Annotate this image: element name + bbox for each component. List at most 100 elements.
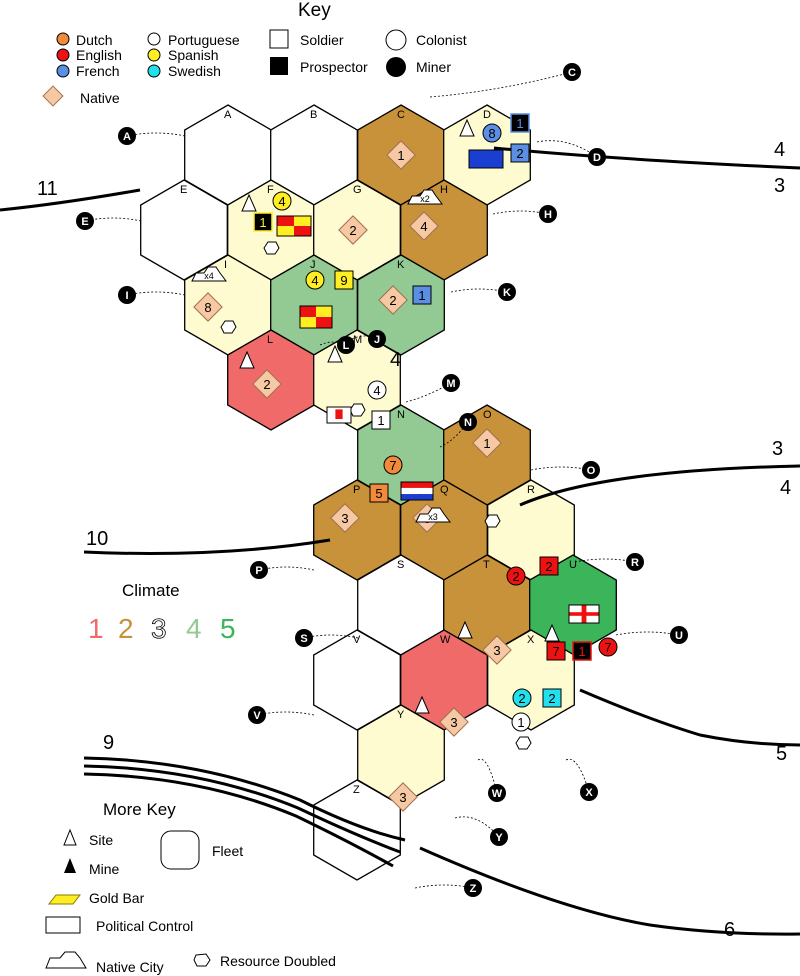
unit-D-prospector[interactable]: 1 — [510, 113, 530, 133]
unit-value: 4 — [311, 273, 318, 288]
hex-U-label: U — [569, 559, 577, 571]
hex-W-label: W — [440, 634, 451, 646]
english-swatch — [56, 48, 70, 62]
boundary-line-6 — [493, 146, 800, 170]
colonist-icon — [385, 29, 407, 51]
callout-A[interactable]: A — [118, 127, 186, 145]
line-label-4-top: 4 — [774, 139, 785, 161]
native-city-label: x4 — [204, 271, 214, 281]
colonist-icon — [598, 637, 618, 657]
colonist-icon — [482, 123, 502, 143]
soldier-icon — [542, 688, 562, 708]
colonist-icon — [383, 455, 403, 475]
callout-label: R — [631, 557, 639, 569]
unit-U-soldier[interactable]: 7 — [546, 641, 566, 661]
unit-N-colonist[interactable]: 7 — [383, 455, 403, 475]
native-value: 3 — [341, 511, 348, 526]
key-spanish: Spanish — [168, 47, 219, 63]
callout-marker — [498, 283, 516, 301]
native-value: 3 — [493, 643, 500, 658]
key-dutch: Dutch — [76, 32, 113, 48]
line-label-9: 9 — [103, 732, 114, 754]
hex-H-label: H — [440, 184, 448, 196]
callout-N[interactable]: N — [439, 413, 477, 448]
prospector-icon — [572, 641, 592, 661]
callout-Y[interactable]: Y — [454, 816, 508, 846]
french-flag-D — [468, 149, 504, 169]
unit-value: 7 — [389, 458, 396, 473]
callout-E[interactable]: E — [76, 212, 142, 230]
colonist-icon — [305, 270, 325, 290]
unit-F-colonist[interactable]: 4 — [272, 191, 292, 211]
climate-5: 5 — [220, 613, 236, 644]
callout-L[interactable]: L — [319, 336, 355, 354]
unit-D-colonist[interactable]: 8 — [482, 123, 502, 143]
french-swatch — [56, 64, 70, 78]
colonist-icon — [272, 191, 292, 211]
native-value: 1 — [397, 148, 404, 163]
hex-I-label: I — [224, 259, 227, 271]
callout-marker — [118, 286, 136, 304]
hex-K-label: K — [397, 259, 405, 271]
callout-U[interactable]: U — [615, 626, 688, 644]
callout-V[interactable]: V — [248, 706, 315, 724]
hex-P-label: P — [353, 484, 360, 496]
unit-F-prospector[interactable]: 1 — [253, 212, 273, 232]
native-city-H: x2 — [407, 189, 443, 205]
native-value: 1 — [483, 436, 490, 451]
callout-K[interactable]: K — [450, 283, 516, 301]
unit-R-soldier[interactable]: 2 — [539, 556, 559, 576]
callout-marker — [442, 374, 460, 392]
prospector-icon — [510, 113, 530, 133]
unit-value: 2 — [518, 691, 525, 706]
unit-M-soldier[interactable]: 1 — [371, 410, 391, 430]
unit-K-soldier[interactable]: 1 — [412, 285, 432, 305]
callout-H[interactable]: H — [492, 205, 557, 223]
callout-M[interactable]: M — [405, 374, 460, 403]
native-icon — [482, 635, 512, 665]
callout-label: D — [593, 152, 601, 164]
unit-U-prospector[interactable]: 1 — [572, 641, 592, 661]
callout-J[interactable]: J — [351, 330, 386, 348]
callout-P[interactable]: P — [250, 561, 315, 579]
unit-D-soldier[interactable]: 2 — [510, 143, 530, 163]
callout-marker — [580, 783, 598, 801]
hex-E-label: E — [180, 184, 187, 196]
callout-R[interactable]: R — [574, 553, 644, 571]
unit-X-colonist[interactable]: 1 — [511, 712, 531, 732]
unit-X-soldier[interactable]: 2 — [542, 688, 562, 708]
native-value: 2 — [263, 377, 270, 392]
soldier-icon — [371, 410, 391, 430]
callout-O[interactable]: O — [530, 461, 600, 479]
callout-S[interactable]: S — [295, 629, 359, 647]
key-gold-bar: Gold Bar — [89, 890, 145, 906]
unit-J-colonist[interactable]: 4 — [305, 270, 325, 290]
native-icon — [409, 211, 439, 241]
unit-X-colonist[interactable]: 2 — [512, 688, 532, 708]
unit-value: 1 — [516, 116, 523, 131]
native-city-icon — [191, 266, 227, 282]
key-site: Site — [89, 832, 113, 848]
unit-J-soldier[interactable]: 9 — [334, 270, 354, 290]
unit-value: 4 — [373, 383, 380, 398]
climate-title: Climate — [122, 581, 180, 600]
callout-D[interactable]: D — [536, 140, 606, 166]
hex-D-label: D — [483, 109, 491, 121]
callout-X[interactable]: X — [565, 758, 598, 801]
line-label-5: 5 — [776, 743, 787, 765]
native-icon — [330, 503, 360, 533]
callout-I[interactable]: I — [118, 286, 186, 304]
callout-marker — [248, 706, 266, 724]
unit-M-colonist[interactable]: 4 — [367, 380, 387, 400]
unit-value: 5 — [375, 486, 382, 501]
key-miner: Miner — [416, 59, 451, 75]
unit-R-colonist[interactable]: 2 — [506, 566, 526, 586]
unit-U-colonist[interactable]: 7 — [598, 637, 618, 657]
callout-leader — [492, 210, 549, 215]
unit-N-soldier[interactable]: 5 — [369, 483, 389, 503]
callout-label: O — [587, 465, 596, 477]
callout-W[interactable]: W — [477, 758, 506, 802]
callout-Z[interactable]: Z — [414, 879, 482, 897]
key-soldier: Soldier — [300, 32, 344, 48]
callout-C[interactable]: C — [429, 63, 581, 98]
